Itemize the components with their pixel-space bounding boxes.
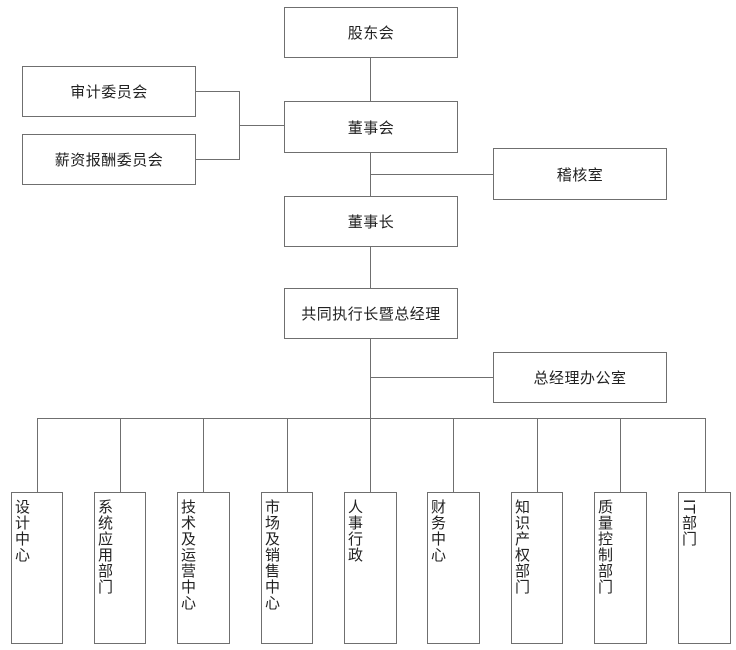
department-box-marketing-sales: 市场及销售中心	[261, 492, 313, 644]
department-box-system-application: 系统应用部门	[94, 492, 146, 644]
department-box-quality-control: 质量控制部门	[594, 492, 647, 644]
department-label: 技术及运营中心	[179, 499, 197, 611]
department-box-hr-admin: 人事行政	[344, 492, 397, 644]
department-label: 人事行政	[346, 499, 364, 563]
gm-office-box: 总经理办公室	[493, 352, 667, 403]
department-label: 系统应用部门	[96, 499, 114, 595]
department-box-tech-operations: 技术及运营中心	[177, 492, 230, 644]
department-label: 市场及销售中心	[263, 499, 281, 611]
department-label: 知识产权部门	[513, 499, 531, 595]
board-of-directors-box: 董事会	[284, 101, 458, 153]
compensation-committee-box: 薪资报酬委员会	[22, 134, 196, 185]
chairman-box: 董事长	[284, 196, 458, 247]
shareholders-meeting-box: 股东会	[284, 7, 458, 58]
audit-office-box: 稽核室	[493, 148, 667, 200]
department-box-design-center: 设计中心	[11, 492, 63, 644]
department-label: IT部门	[680, 499, 698, 547]
department-label: 质量控制部门	[596, 499, 614, 595]
department-label: 财务中心	[429, 499, 447, 563]
department-box-it: IT部门	[678, 492, 731, 644]
department-label: 设计中心	[13, 499, 31, 563]
audit-committee-box: 审计委员会	[22, 66, 196, 117]
ceo-general-manager-box: 共同执行长暨总经理	[284, 288, 458, 339]
department-box-ip: 知识产权部门	[511, 492, 563, 644]
department-box-finance: 财务中心	[427, 492, 480, 644]
